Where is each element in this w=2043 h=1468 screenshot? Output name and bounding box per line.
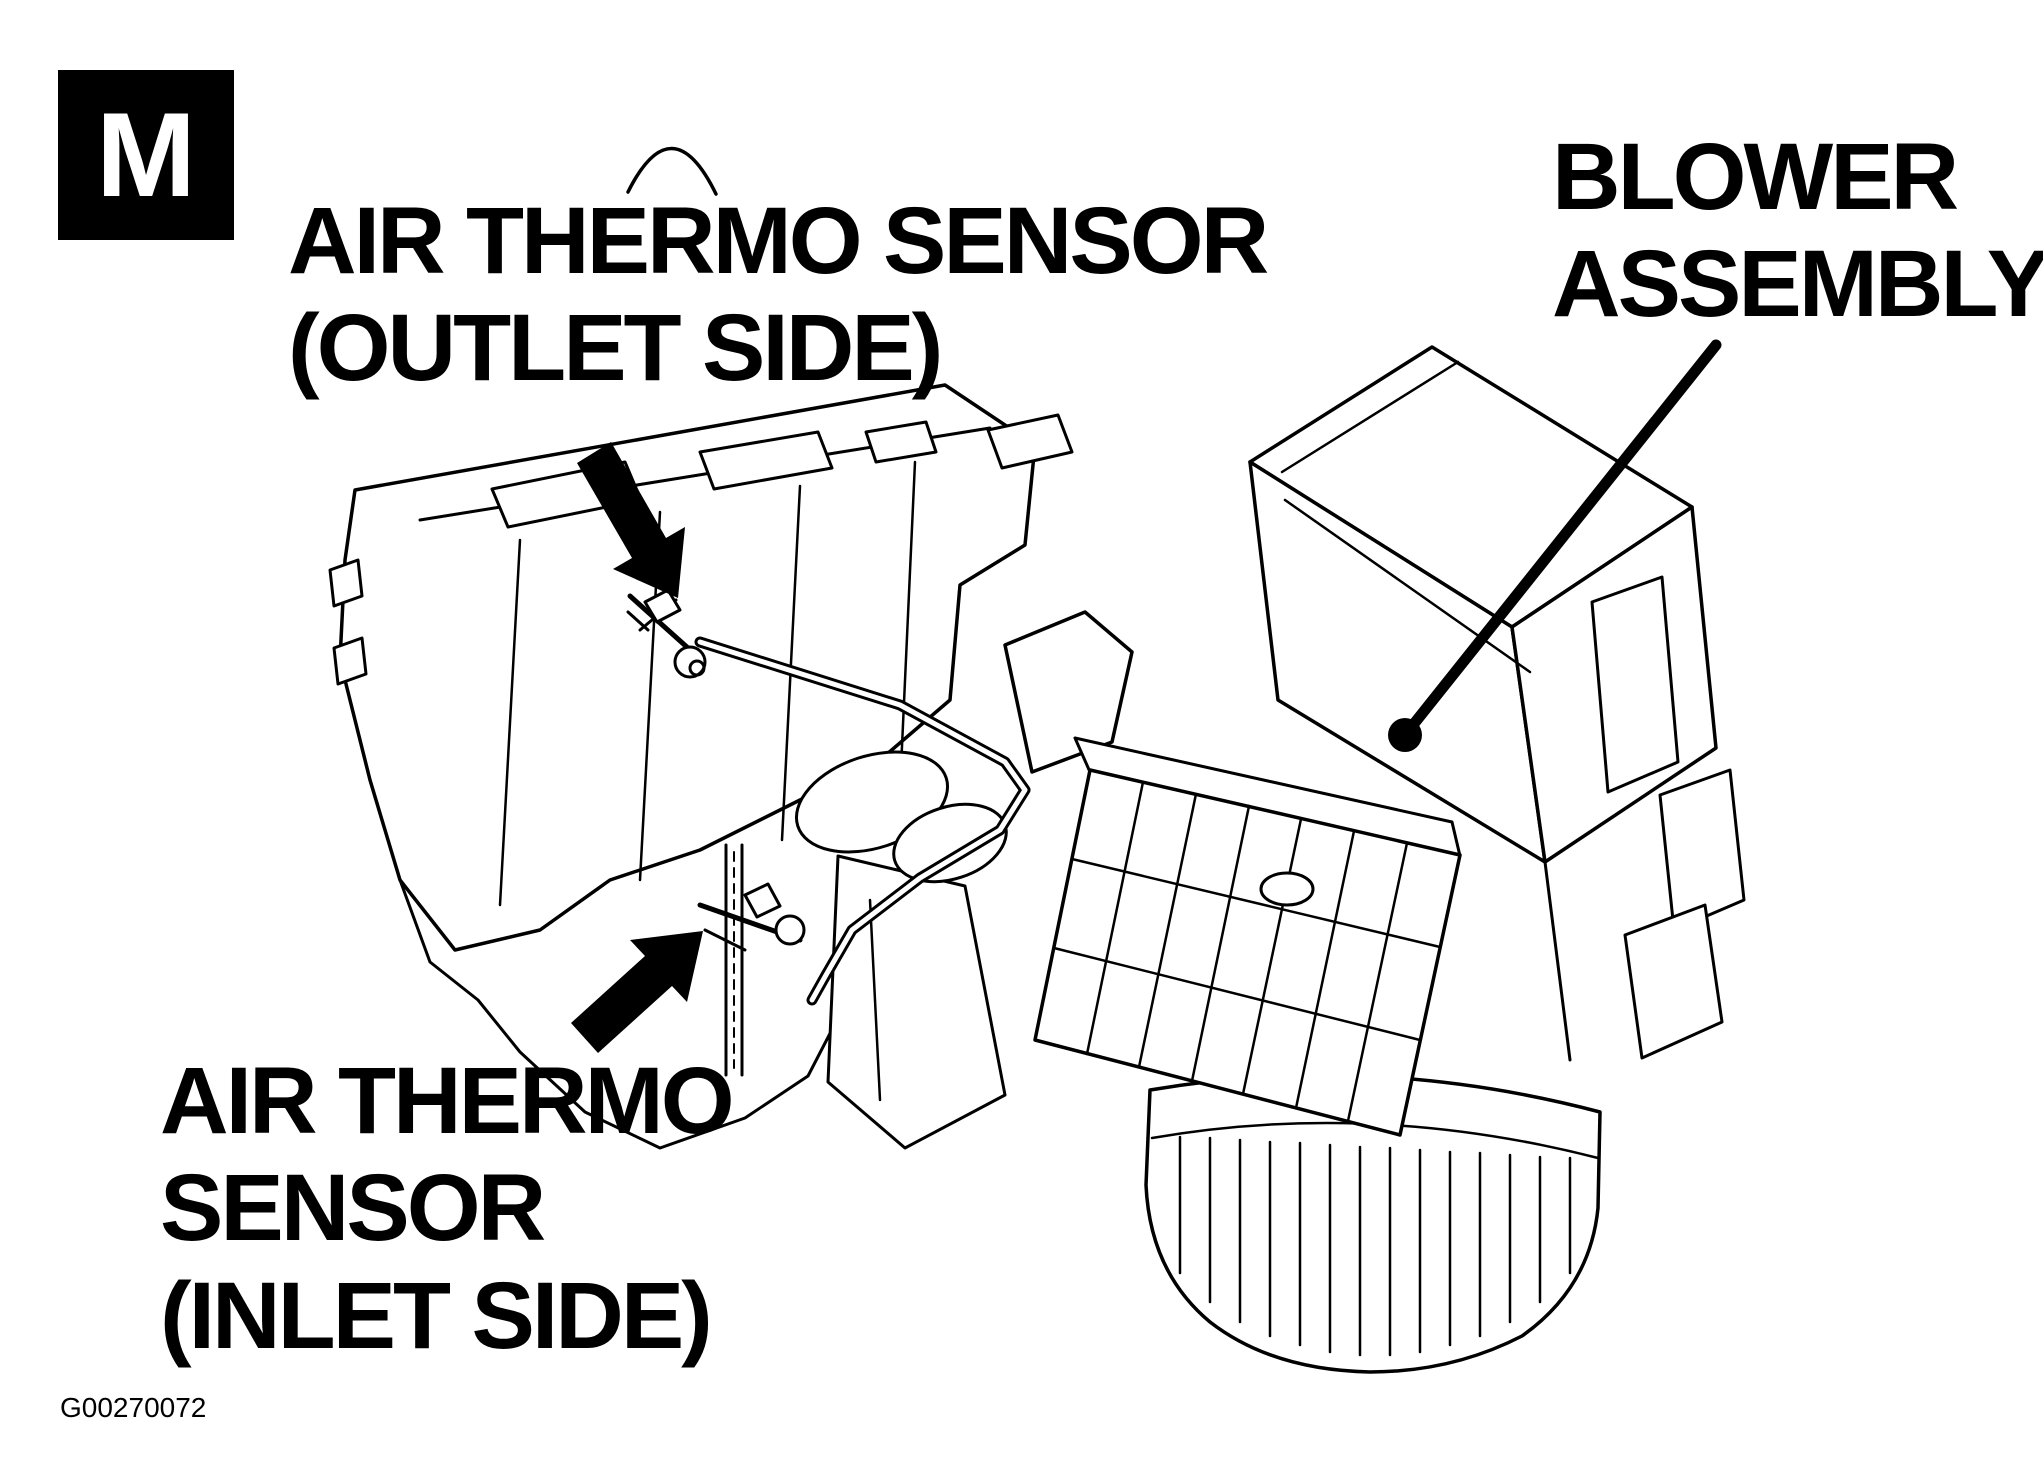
sensor-harness-tube [694, 636, 1031, 1006]
label-inlet-sensor-line1: AIR THERMO [160, 1048, 735, 1154]
intake-grille [1033, 736, 1462, 1137]
label-outlet-sensor-line1: AIR THERMO SENSOR [288, 188, 1269, 294]
label-inlet-sensor-line3: (INLET SIDE) [160, 1262, 713, 1369]
outlet-sensor-glyph [626, 588, 707, 679]
motor-ribs [1178, 1135, 1572, 1357]
blower-leader-line [1388, 339, 1722, 752]
label-inlet-sensor: AIR THERMO SENSOR (INLET SIDE) [160, 1048, 735, 1370]
blower-motor-housing [1144, 1073, 1602, 1374]
top-curve [626, 146, 718, 196]
label-inlet-sensor-line2: SENSOR [160, 1155, 546, 1262]
figure-code: G00270072 [60, 1392, 207, 1423]
leader-dot [1388, 718, 1422, 752]
label-blower-assembly-line1: BLOWER [1552, 124, 1959, 230]
inlet-sensor-glyph [697, 843, 806, 1077]
side-brackets [1590, 575, 1746, 1060]
inlet-sensor-arrow [571, 931, 703, 1053]
heater-unit [328, 383, 1074, 1150]
section-marker-badge: M [58, 70, 234, 240]
center-ducts [794, 610, 1134, 884]
label-outlet-sensor: AIR THERMO SENSOR (OUTLET SIDE) [288, 188, 1269, 403]
label-blower-assembly-line2: ASSEMBLY [1552, 231, 2043, 338]
label-outlet-sensor-line2: (OUTLET SIDE) [288, 295, 943, 402]
section-letter: M [96, 88, 196, 222]
label-blower-assembly: BLOWER ASSEMBLY [1552, 124, 2043, 339]
outlet-sensor-arrow [577, 442, 685, 598]
